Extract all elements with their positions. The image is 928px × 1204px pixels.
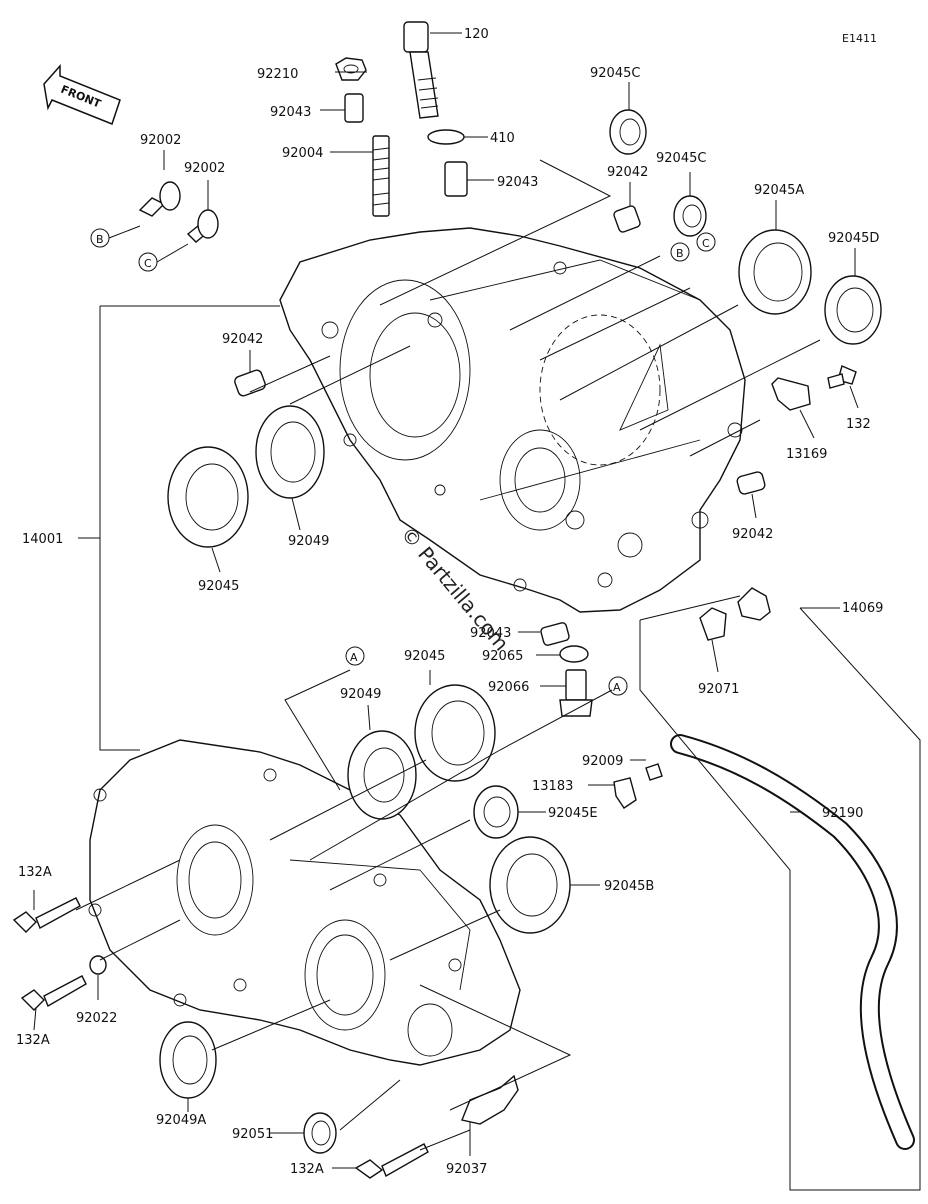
screw-92009 <box>645 763 663 781</box>
label-92002-b: 92002 <box>184 161 225 176</box>
label-92004: 92004 <box>282 146 323 161</box>
label-92022: 92022 <box>76 1011 117 1026</box>
callout-a-right: A <box>608 676 628 696</box>
label-92045c: 92045C <box>590 66 640 81</box>
bolt-120 <box>403 21 439 119</box>
label-132a-b: 132A <box>16 1033 50 1048</box>
callout-c-right: C <box>696 232 716 252</box>
bearing-92045d <box>824 275 882 345</box>
label-92043-c: 92043 <box>470 626 511 641</box>
bearing-92045a <box>738 229 812 315</box>
screw-92002 <box>138 181 181 217</box>
label-92002: 92002 <box>140 133 181 148</box>
dowel-92043-b <box>444 161 468 197</box>
label-92045d: 92045D <box>828 231 879 246</box>
label-92190: 92190 <box>822 806 863 821</box>
label-92071: 92071 <box>698 682 739 697</box>
fitting-14069 <box>737 587 771 621</box>
screw-92002-b <box>186 209 219 243</box>
label-92051: 92051 <box>232 1127 273 1142</box>
label-13183: 13183 <box>532 779 573 794</box>
plate-13183 <box>613 777 637 809</box>
label-92049a: 92049A <box>156 1113 206 1128</box>
label-120: 120 <box>464 27 489 42</box>
dowel-92043-c <box>540 622 570 646</box>
front-arrow-icon: FRONT <box>43 64 121 125</box>
label-92009: 92009 <box>582 754 623 769</box>
bearing-92045e <box>473 785 519 839</box>
washer-92022 <box>89 955 107 975</box>
bearing-92045 <box>167 446 249 548</box>
label-92037: 92037 <box>446 1162 487 1177</box>
label-132a-c: 132A <box>290 1162 324 1177</box>
bearing-92045b <box>489 836 571 934</box>
washer-410 <box>427 129 465 145</box>
label-92049: 92049 <box>288 534 329 549</box>
label-132a: 132A <box>18 865 52 880</box>
bolt-132a-b <box>20 975 87 1011</box>
label-92065: 92065 <box>482 649 523 664</box>
diagram-code: E1411 <box>842 32 877 45</box>
label-92210: 92210 <box>257 67 298 82</box>
bearing-92045c <box>609 109 647 155</box>
label-14001: 14001 <box>22 532 63 547</box>
svg-text:A: A <box>613 681 621 694</box>
label-92045c-b: 92045C <box>656 151 706 166</box>
oil-seal-92049-b <box>347 730 417 820</box>
washer-92065 <box>559 645 589 663</box>
label-410: 410 <box>490 131 515 146</box>
callout-b-left: B <box>90 228 110 248</box>
label-92042: 92042 <box>607 165 648 180</box>
label-92042-c: 92042 <box>732 527 773 542</box>
label-92045a: 92045A <box>754 183 804 198</box>
label-132: 132 <box>846 417 871 432</box>
oil-seal-92051 <box>303 1112 337 1154</box>
dowel-92042-b <box>234 369 266 397</box>
bearing-92045-b <box>414 684 496 782</box>
crankcase-left-half <box>88 739 521 1066</box>
dowel-92042 <box>613 205 641 233</box>
grommet-92071 <box>699 607 727 641</box>
label-92043: 92043 <box>270 105 311 120</box>
label-14069: 14069 <box>842 601 883 616</box>
label-92049-b: 92049 <box>340 687 381 702</box>
label-92043-b: 92043 <box>497 175 538 190</box>
plate-13169 <box>771 377 811 411</box>
drain-plug-92066 <box>559 669 593 717</box>
bearing-92045c-b <box>673 195 707 237</box>
dowel-92042-c <box>736 471 766 495</box>
svg-text:B: B <box>676 247 684 260</box>
callout-b-right: B <box>670 242 690 262</box>
label-92045: 92045 <box>198 579 239 594</box>
oil-seal-92049 <box>255 405 325 499</box>
svg-text:C: C <box>702 237 710 250</box>
svg-text:C: C <box>144 257 152 270</box>
stud-92004 <box>372 135 390 217</box>
label-92045-b: 92045 <box>404 649 445 664</box>
part-labels: 120 92210 92043 92004 410 92043 92045C 9… <box>16 27 883 1177</box>
callout-c-left: C <box>138 252 158 272</box>
bolt-132a <box>12 897 81 933</box>
oil-seal-92049a <box>159 1021 217 1099</box>
callout-a-top: A <box>345 646 365 666</box>
label-92066: 92066 <box>488 680 529 695</box>
crankcase-right-half <box>279 227 746 613</box>
bolt-132 <box>827 365 857 389</box>
dowel-92043 <box>344 93 364 123</box>
leader-lines <box>33 32 921 1191</box>
nut-92210 <box>335 57 367 81</box>
label-92045b: 92045B <box>604 879 654 894</box>
bolt-132a-c <box>354 1143 429 1179</box>
label-92045e: 92045E <box>548 806 598 821</box>
svg-text:A: A <box>350 651 358 664</box>
svg-text:B: B <box>96 233 104 246</box>
label-92042-b: 92042 <box>222 332 263 347</box>
label-13169: 13169 <box>786 447 827 462</box>
